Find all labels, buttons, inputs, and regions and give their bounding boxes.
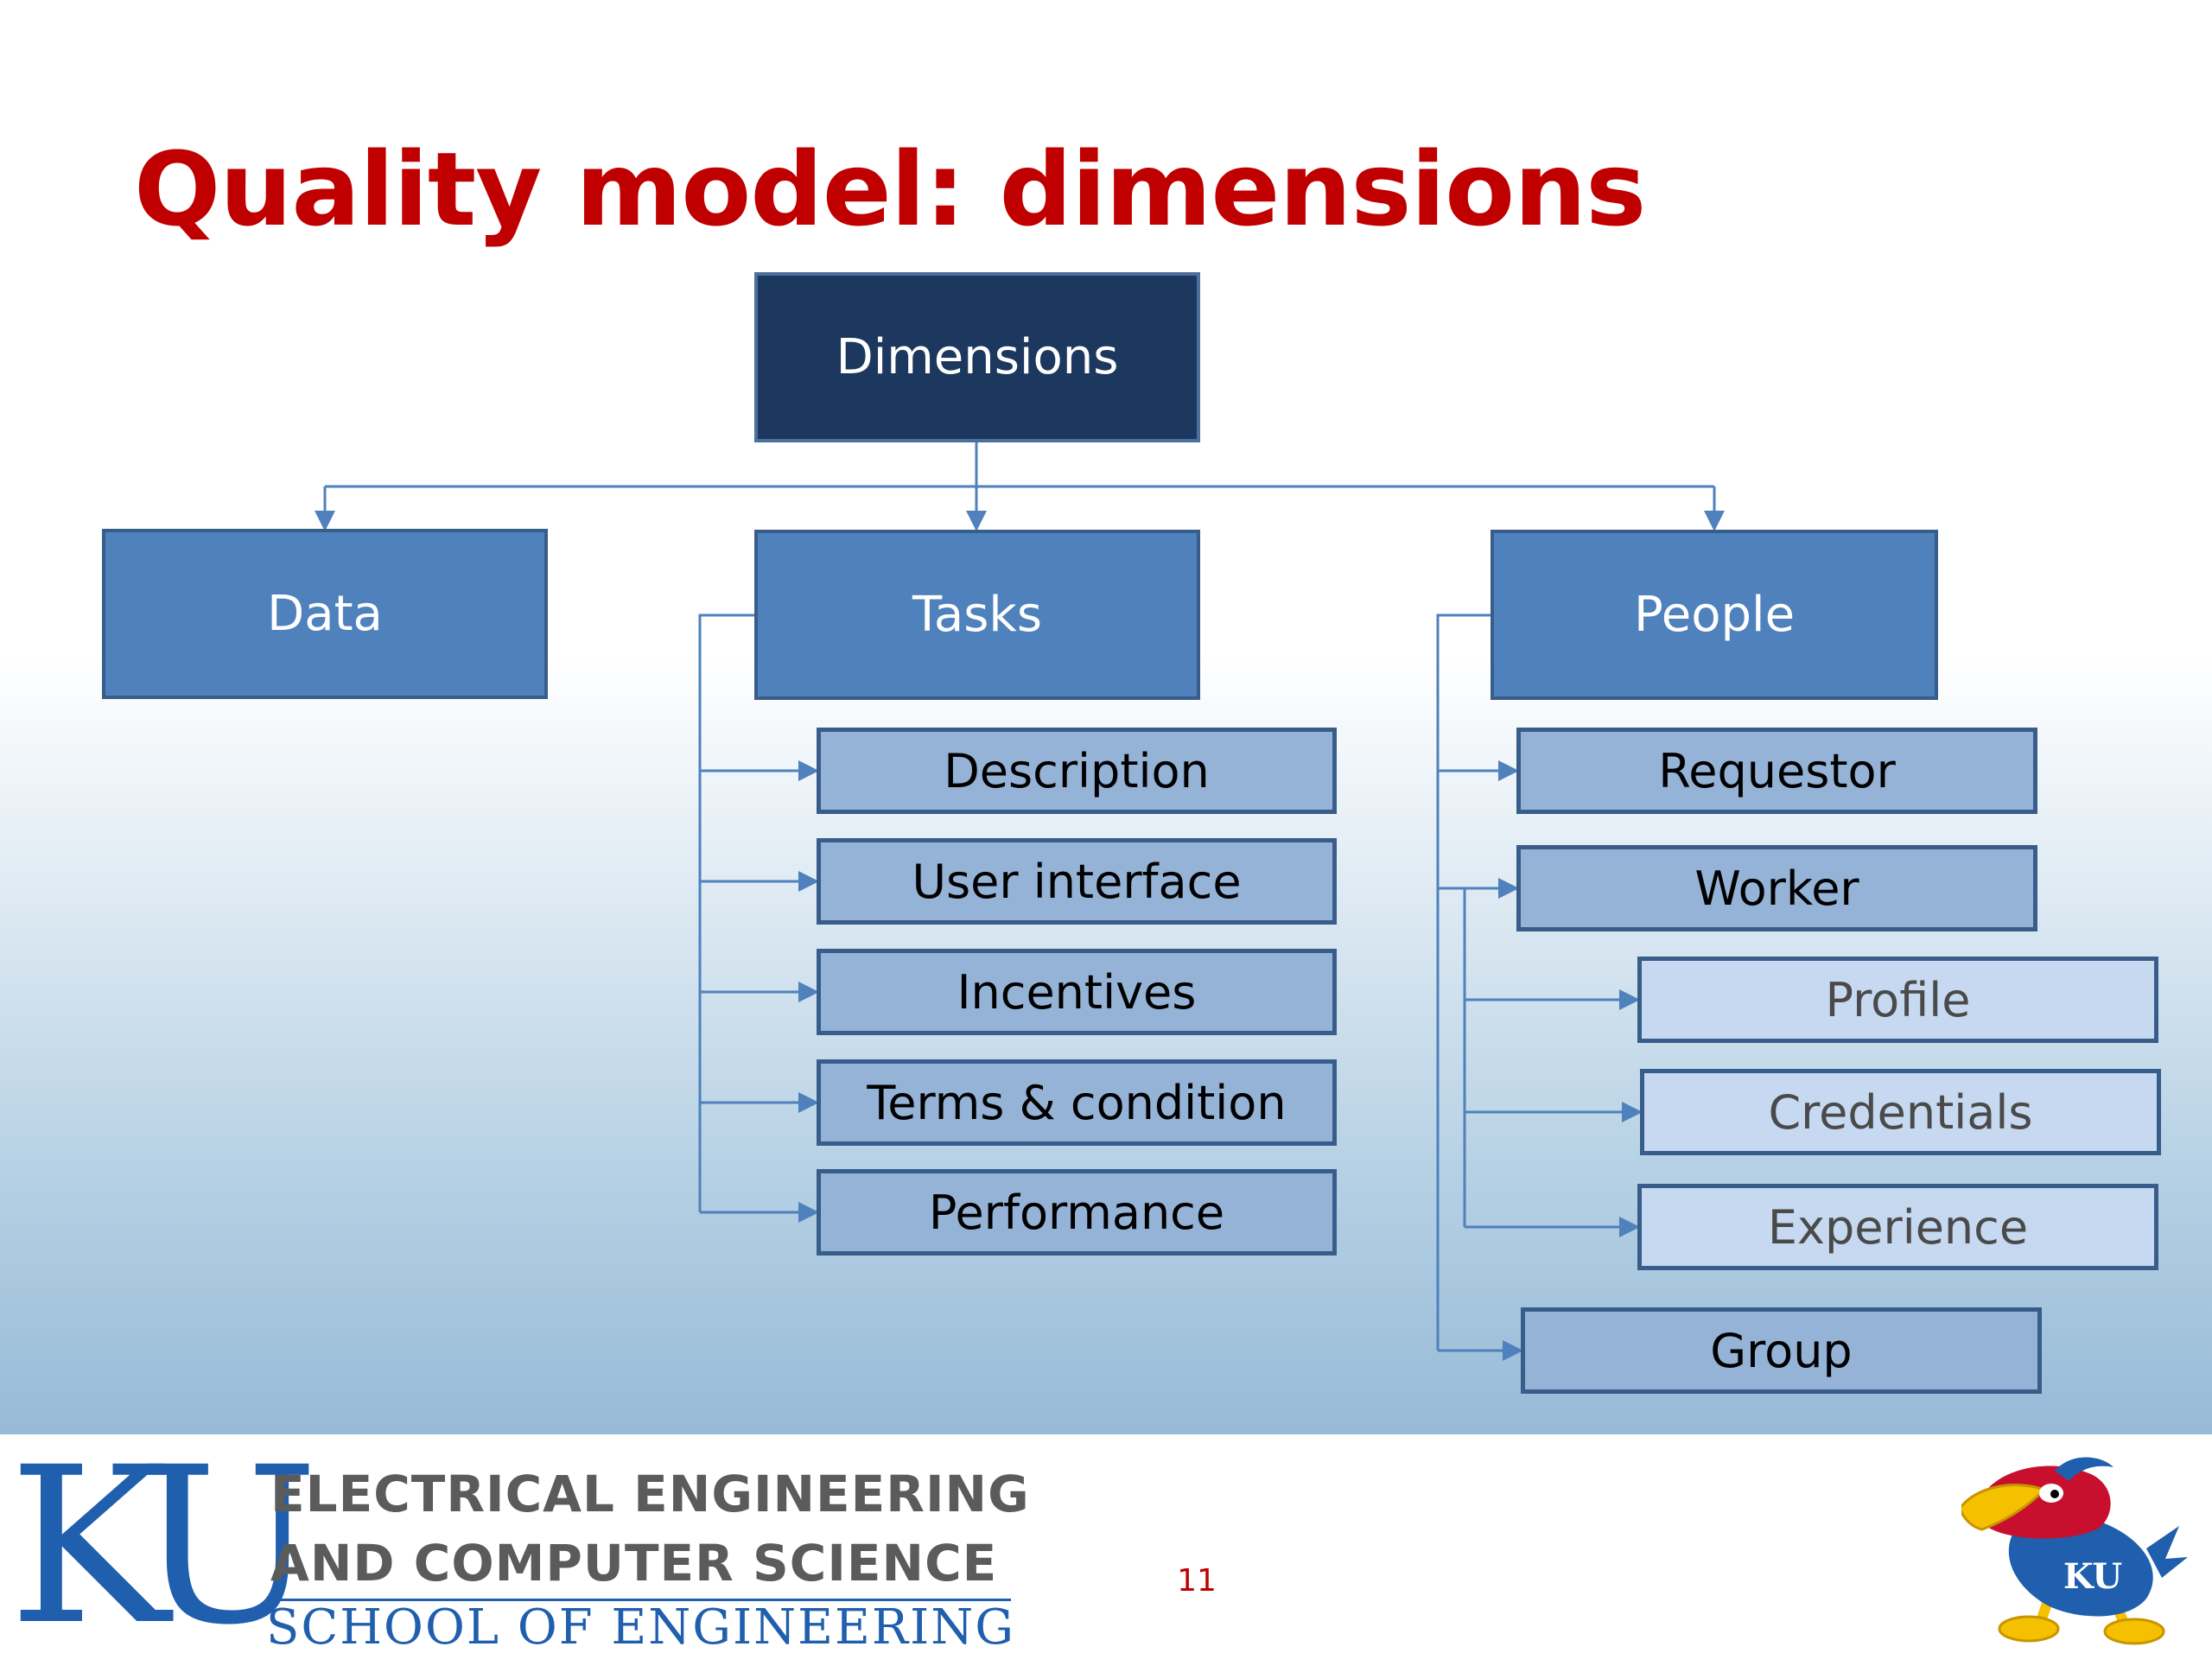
node-label: Requestor: [1658, 743, 1896, 798]
node-label: Terms & condition: [867, 1075, 1287, 1130]
node-label: Performance: [928, 1185, 1225, 1240]
node-label: Incentives: [957, 964, 1197, 1020]
node-label: User interface: [912, 854, 1242, 909]
node-label: Credentials: [1768, 1084, 2033, 1140]
node-terms-condition: Terms & condition: [817, 1059, 1337, 1146]
department-name-line1: ELECTRICAL ENGINEERING: [270, 1465, 1030, 1523]
node-label: Worker: [1694, 861, 1859, 916]
diagram-connectors: [315, 442, 1725, 1361]
node-label: Data: [267, 586, 383, 642]
node-dimensions: Dimensions: [754, 272, 1200, 442]
node-credentials: Credentials: [1640, 1069, 2161, 1155]
footer-divider: [266, 1599, 1011, 1601]
node-label: Description: [944, 743, 1210, 798]
node-performance: Performance: [817, 1169, 1337, 1256]
slide-background: Quality model: dimensions: [0, 0, 2212, 1434]
node-incentives: Incentives: [817, 949, 1337, 1035]
node-label: People: [1633, 587, 1796, 643]
node-data: Data: [102, 529, 548, 699]
school-name: SCHOOL OF ENGINEERING: [266, 1599, 1015, 1656]
page-number: 11: [1177, 1563, 1217, 1599]
node-profile: Profile: [1637, 957, 2158, 1043]
footer-band: [0, 1434, 2212, 1659]
node-label: Group: [1710, 1323, 1853, 1378]
department-name-line2: AND COMPUTER SCIENCE: [270, 1534, 998, 1593]
node-description: Description: [817, 728, 1337, 814]
node-people: People: [1491, 530, 1938, 700]
slide-title: Quality model: dimensions: [134, 130, 1646, 249]
node-requestor: Requestor: [1516, 728, 2037, 814]
node-label: Tasks: [912, 587, 1043, 643]
ku-logo: KU: [9, 1421, 319, 1672]
node-user-interface: User interface: [817, 838, 1337, 925]
node-label: Experience: [1767, 1199, 2029, 1255]
node-group: Group: [1521, 1307, 2042, 1394]
node-tasks: Tasks: [754, 530, 1200, 700]
mascot-label: KU: [2063, 1556, 2122, 1597]
node-label: Dimensions: [836, 329, 1119, 385]
node-experience: Experience: [1637, 1184, 2158, 1270]
jayhawk-mascot-icon: KU: [1961, 1457, 2188, 1645]
node-label: Profile: [1825, 972, 1971, 1027]
node-worker: Worker: [1516, 845, 2037, 931]
